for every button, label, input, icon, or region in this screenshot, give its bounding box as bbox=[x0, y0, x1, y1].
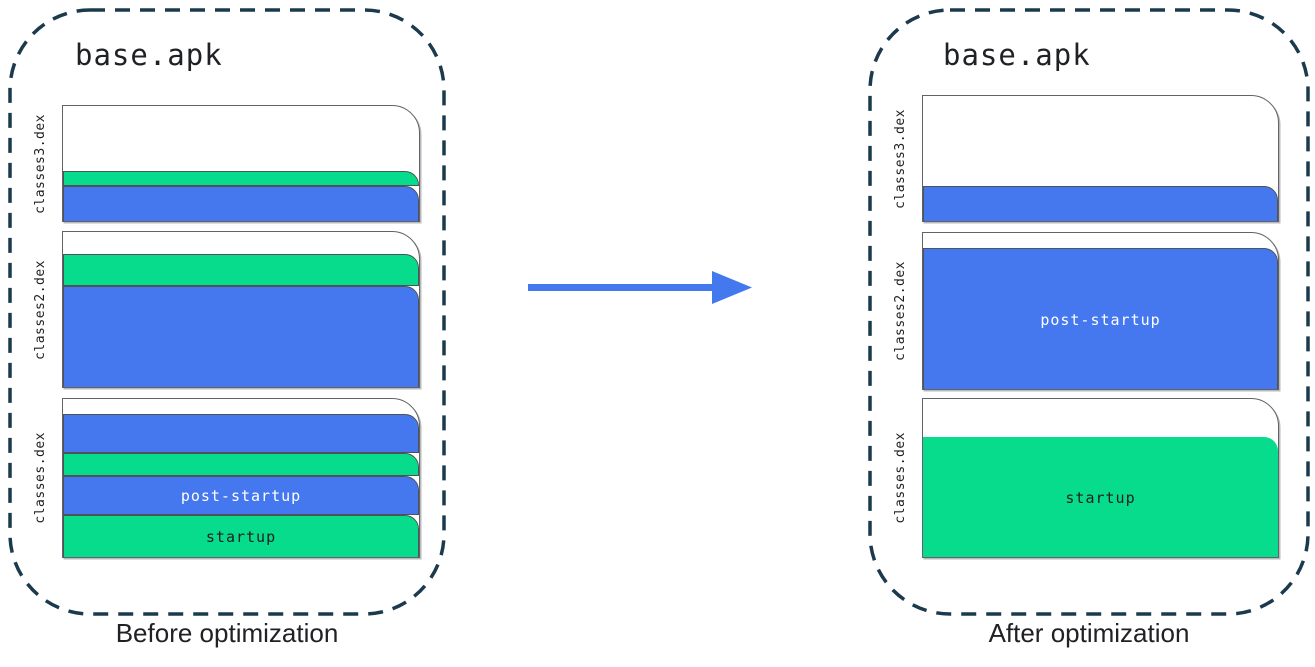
caption-before: Before optimization bbox=[115, 618, 339, 648]
segment-empty bbox=[923, 233, 1278, 248]
before-panel: base.apk classes3.dex classes2.dex classes… bbox=[8, 8, 446, 616]
file-label: classes.dex bbox=[882, 398, 918, 558]
file-label-text: classes2.dex bbox=[32, 259, 48, 360]
segment-label: startup bbox=[1065, 489, 1136, 507]
segment-post-startup bbox=[63, 186, 419, 221]
segment-empty bbox=[63, 399, 419, 414]
apk-title-before: base.apk bbox=[75, 38, 223, 72]
caption-after: After optimization bbox=[988, 618, 1190, 648]
dex-file-page bbox=[62, 105, 420, 222]
segment-post-startup bbox=[63, 414, 419, 453]
before-container-outline bbox=[8, 8, 446, 616]
segment-startup: startup bbox=[923, 437, 1278, 557]
file-label: classes3.dex bbox=[882, 95, 918, 222]
file-label: classes3.dex bbox=[22, 105, 58, 222]
file-label-text: classes2.dex bbox=[892, 261, 908, 361]
segment-post-startup bbox=[923, 186, 1278, 221]
segment-label: post-startup bbox=[180, 486, 302, 505]
segment-empty bbox=[63, 232, 419, 254]
file-label-text: classes3.dex bbox=[892, 108, 908, 209]
segment-empty bbox=[63, 106, 419, 171]
segment-empty bbox=[923, 96, 1278, 186]
after-panel: base.apk classes3.dex classes2.dex post-st… bbox=[868, 8, 1310, 616]
file-label: classes2.dex bbox=[882, 232, 918, 390]
file-label: classes2.dex bbox=[22, 231, 58, 388]
segment-post-startup: post-startup bbox=[923, 248, 1278, 389]
apk-title-after: base.apk bbox=[943, 38, 1091, 72]
dex-file-page: post-startup bbox=[922, 232, 1279, 390]
segment-label: startup bbox=[205, 528, 277, 546]
file-label: classes.dex bbox=[22, 398, 58, 558]
after-container-outline bbox=[868, 8, 1310, 616]
segment-startup bbox=[63, 254, 419, 286]
dex-file-page bbox=[62, 231, 420, 388]
segment-startup bbox=[63, 171, 419, 186]
segment-label: post-startup bbox=[1040, 310, 1161, 329]
segment-post-startup bbox=[63, 286, 419, 387]
segment-startup: startup bbox=[63, 515, 419, 557]
file-label-text: classes.dex bbox=[892, 432, 908, 524]
segment-empty bbox=[923, 399, 1278, 437]
dex-file-page: post-startup startup bbox=[62, 398, 420, 558]
file-label-text: classes.dex bbox=[32, 432, 48, 524]
segment-startup bbox=[63, 453, 419, 476]
segment-post-startup: post-startup bbox=[63, 476, 419, 515]
dex-file-page: startup bbox=[922, 398, 1279, 558]
file-label-text: classes3.dex bbox=[32, 113, 48, 214]
arrow-right-icon bbox=[520, 265, 760, 309]
dex-file-page bbox=[922, 95, 1279, 222]
